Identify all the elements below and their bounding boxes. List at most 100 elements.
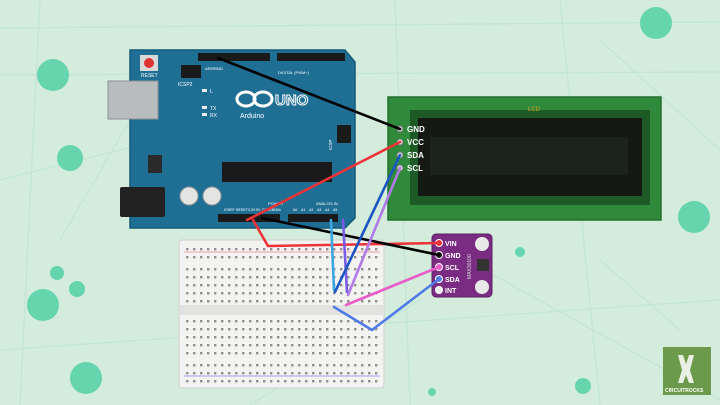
breadboard-hole: [305, 276, 308, 279]
breadboard-hole: [319, 336, 322, 339]
breadboard-hole: [242, 336, 245, 339]
breadboard-hole: [207, 284, 210, 287]
breadboard-hole: [354, 364, 357, 367]
breadboard-hole: [235, 352, 238, 355]
breadboard-hole: [270, 268, 273, 271]
background-bubbles: [27, 7, 710, 396]
breadboard-hole: [235, 292, 238, 295]
breadboard-hole: [256, 300, 259, 303]
digital-header-right: [277, 53, 345, 61]
breadboard-hole: [221, 320, 224, 323]
reset-button-cap: [144, 58, 154, 68]
breadboard-hole: [221, 336, 224, 339]
breadboard-hole: [305, 364, 308, 367]
breadboard-hole: [284, 336, 287, 339]
breadboard-hole: [214, 292, 217, 295]
breadboard-hole: [228, 284, 231, 287]
reset-label: RESET: [141, 73, 158, 79]
breadboard-hole: [256, 336, 259, 339]
breadboard-hole: [340, 292, 343, 295]
breadboard-hole: [375, 268, 378, 271]
breadboard-hole: [270, 292, 273, 295]
breadboard-hole: [242, 248, 245, 251]
breadboard-hole: [277, 352, 280, 355]
breadboard-hole: [214, 248, 217, 251]
breadboard-hole: [221, 328, 224, 331]
breadboard-hole: [242, 276, 245, 279]
led-rx-label: RX: [210, 113, 218, 119]
breadboard-hole: [333, 352, 336, 355]
breadboard-hole: [312, 344, 315, 347]
breadboard-hole: [207, 328, 210, 331]
breadboard-hole: [263, 364, 266, 367]
breadboard-hole: [298, 268, 301, 271]
breadboard-hole: [361, 248, 364, 251]
usb-port: [107, 80, 159, 120]
mount-hole: [475, 280, 489, 294]
breadboard-hole: [354, 372, 357, 375]
breadboard-hole: [368, 248, 371, 251]
breadboard-hole: [291, 276, 294, 279]
breadboard-hole: [207, 268, 210, 271]
breadboard-hole: [347, 344, 350, 347]
breadboard-hole: [368, 352, 371, 355]
breadboard-hole: [256, 276, 259, 279]
breadboard-hole: [228, 344, 231, 347]
breadboard-hole: [221, 380, 224, 383]
breadboard-hole: [277, 344, 280, 347]
breadboard-hole: [207, 292, 210, 295]
arduino-infinity-logo: [235, 90, 274, 108]
breadboard-hole: [347, 276, 350, 279]
breadboard-hole: [284, 276, 287, 279]
breadboard-hole: [347, 320, 350, 323]
breadboard-hole: [284, 352, 287, 355]
breadboard-hole: [312, 300, 315, 303]
breadboard-hole: [277, 372, 280, 375]
breadboard-hole: [284, 328, 287, 331]
sensor-pin-int: [435, 286, 443, 294]
breadboard-hole: [319, 380, 322, 383]
breadboard-hole: [207, 256, 210, 259]
breadboard-hole: [361, 372, 364, 375]
breadboard-hole: [333, 336, 336, 339]
breadboard-hole: [193, 372, 196, 375]
breadboard-hole: [340, 328, 343, 331]
breadboard-hole: [186, 268, 189, 271]
logo-text: CIRCUITROCKS: [665, 388, 704, 394]
breadboard-hole: [284, 364, 287, 367]
breadboard-hole: [326, 380, 329, 383]
breadboard-hole: [354, 352, 357, 355]
breadboard-hole: [298, 336, 301, 339]
breadboard-hole: [228, 320, 231, 323]
breadboard-hole: [214, 344, 217, 347]
breadboard-hole: [214, 364, 217, 367]
breadboard-hole: [298, 364, 301, 367]
breadboard-hole: [361, 352, 364, 355]
breadboard-hole: [354, 336, 357, 339]
a0-label: A0: [293, 208, 297, 212]
breadboard-hole: [270, 380, 273, 383]
breadboard-hole: [319, 256, 322, 259]
breadboard-hole: [221, 268, 224, 271]
breadboard-hole: [277, 268, 280, 271]
breadboard-hole: [207, 320, 210, 323]
breadboard-hole: [249, 284, 252, 287]
breadboard-hole: [235, 284, 238, 287]
breadboard-hole: [277, 380, 280, 383]
breadboard-hole: [235, 344, 238, 347]
breadboard-hole: [263, 292, 266, 295]
breadboard-hole: [284, 344, 287, 347]
wire-sensor-sda-to-breadboard: [332, 277, 441, 332]
a3-label: A3: [317, 208, 321, 212]
breadboard-hole: [249, 292, 252, 295]
breadboard-hole: [228, 352, 231, 355]
breadboard-holes: [186, 248, 378, 383]
gnd2-label: GND: [269, 208, 277, 212]
breadboard-hole: [235, 300, 238, 303]
breadboard-hole: [270, 320, 273, 323]
breadboard-hole: [333, 328, 336, 331]
breadboard-hole: [284, 300, 287, 303]
breadboard-hole: [228, 364, 231, 367]
icsp2-label: ICSP2: [178, 82, 193, 88]
breadboard-hole: [186, 344, 189, 347]
